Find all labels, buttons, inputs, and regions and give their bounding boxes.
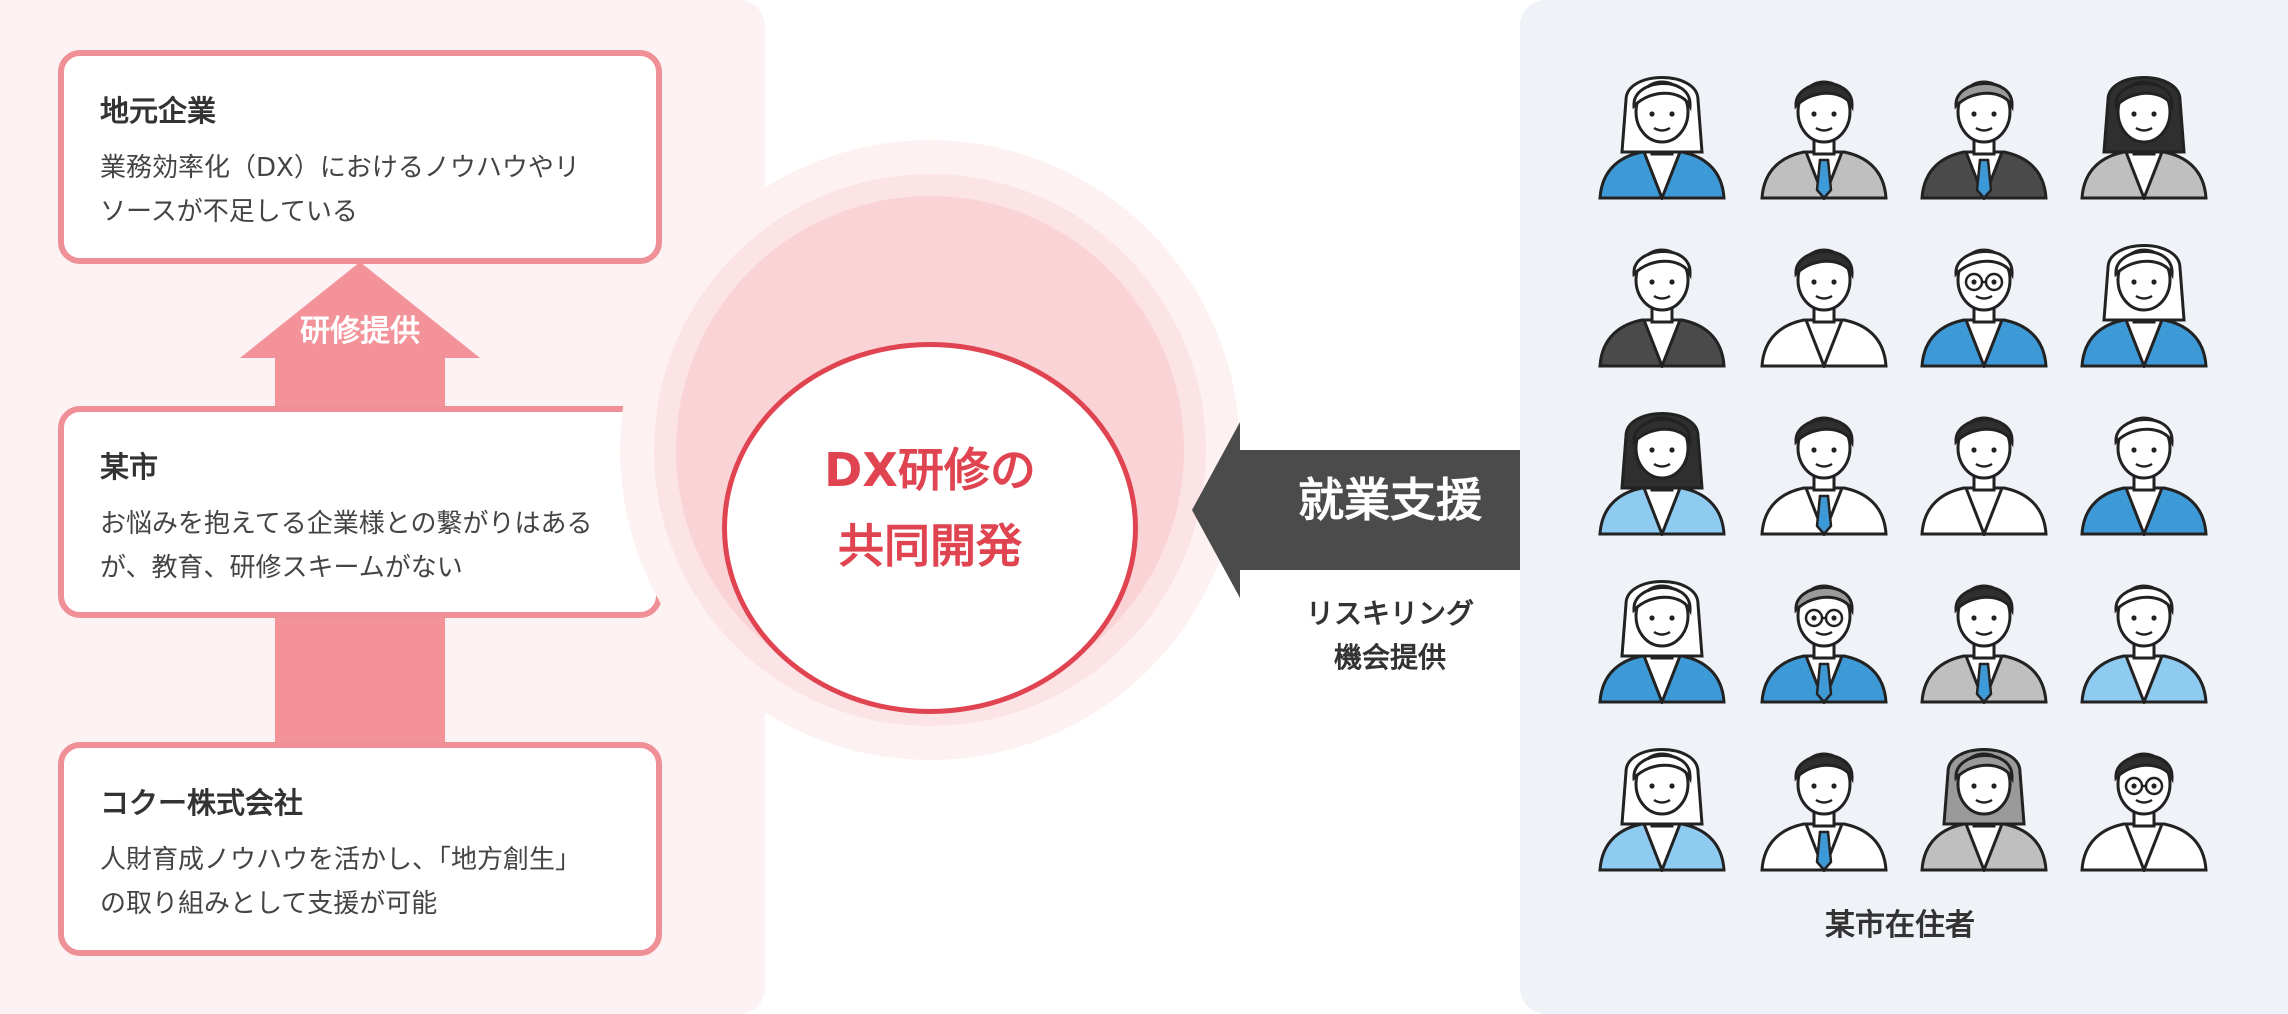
card-description: お悩みを抱えてる企業様との繋がりはあるが、教育、研修スキームがない bbox=[100, 502, 620, 590]
person-illustration-icon bbox=[1592, 60, 1732, 203]
center-label-line: 共同開発 bbox=[838, 519, 1022, 573]
card-title: 某市 bbox=[100, 450, 159, 484]
center-label: DX研修の 共同開発 bbox=[722, 432, 1138, 584]
card-desc-line: 業務効率化（DX）におけるノウハウやリ bbox=[100, 153, 580, 183]
person-illustration-icon bbox=[2074, 564, 2214, 707]
person-illustration-icon bbox=[1914, 60, 2054, 203]
card-desc-line: の取り組みとして支援が可能 bbox=[100, 889, 438, 919]
person-illustration-icon bbox=[1754, 732, 1894, 875]
card-desc-line: ソースが不足している bbox=[100, 197, 358, 227]
person-illustration-icon bbox=[1754, 228, 1894, 371]
person-illustration-icon bbox=[1914, 228, 2054, 371]
person-illustration-icon bbox=[2074, 732, 2214, 875]
arrow-label: 研修提供 bbox=[300, 314, 420, 349]
person-illustration-icon bbox=[1592, 564, 1732, 707]
card-desc-line: 人財育成ノウハウを活かし、「地方創生」 bbox=[100, 845, 582, 875]
card-description: 人財育成ノウハウを活かし、「地方創生」の取り組みとして支援が可能 bbox=[100, 838, 620, 926]
person-illustration-icon bbox=[1592, 228, 1732, 371]
arrow-head bbox=[240, 262, 480, 358]
person-illustration-icon bbox=[1592, 396, 1732, 539]
person-illustration-icon bbox=[2074, 228, 2214, 371]
card-description: 業務効率化（DX）におけるノウハウやリソースが不足している bbox=[100, 146, 620, 234]
card-title: コクー株式会社 bbox=[100, 786, 304, 820]
person-illustration-icon bbox=[1914, 564, 2054, 707]
reskilling-label: リスキリング 機会提供 bbox=[1250, 592, 1530, 680]
residents-caption: 某市在住者 bbox=[1825, 908, 1975, 943]
person-illustration-icon bbox=[1754, 396, 1894, 539]
double-arrow bbox=[1192, 422, 1580, 598]
person-illustration-icon bbox=[1754, 60, 1894, 203]
reskilling-line: 機会提供 bbox=[1333, 641, 1446, 674]
card-desc-line: お悩みを抱えてる企業様との繋がりはある bbox=[100, 509, 593, 539]
card-desc-line: が、教育、研修スキームがない bbox=[100, 553, 463, 583]
card-city: 某市 お悩みを抱えてる企業様との繋がりはあるが、教育、研修スキームがない bbox=[58, 406, 662, 618]
double-arrow-shape bbox=[1192, 422, 1580, 598]
person-illustration-icon bbox=[2074, 396, 2214, 539]
center-label-line: DX研修の bbox=[824, 443, 1036, 497]
reskilling-line: リスキリング bbox=[1305, 597, 1474, 630]
person-illustration-icon bbox=[1914, 732, 2054, 875]
person-illustration-icon bbox=[1754, 564, 1894, 707]
card-cocoo: コクー株式会社 人財育成ノウハウを活かし、「地方創生」の取り組みとして支援が可能 bbox=[58, 742, 662, 956]
card-local-companies: 地元企業 業務効率化（DX）におけるノウハウやリソースが不足している bbox=[58, 50, 662, 264]
person-illustration-icon bbox=[1914, 396, 2054, 539]
arrow-shaft-upper bbox=[275, 356, 445, 412]
card-title: 地元企業 bbox=[100, 94, 217, 128]
person-illustration-icon bbox=[1592, 732, 1732, 875]
support-label: 就業支援 bbox=[1298, 473, 1482, 527]
person-illustration-icon bbox=[2074, 60, 2214, 203]
arrow-shaft-lower bbox=[275, 612, 445, 752]
center-circle bbox=[722, 342, 1138, 714]
